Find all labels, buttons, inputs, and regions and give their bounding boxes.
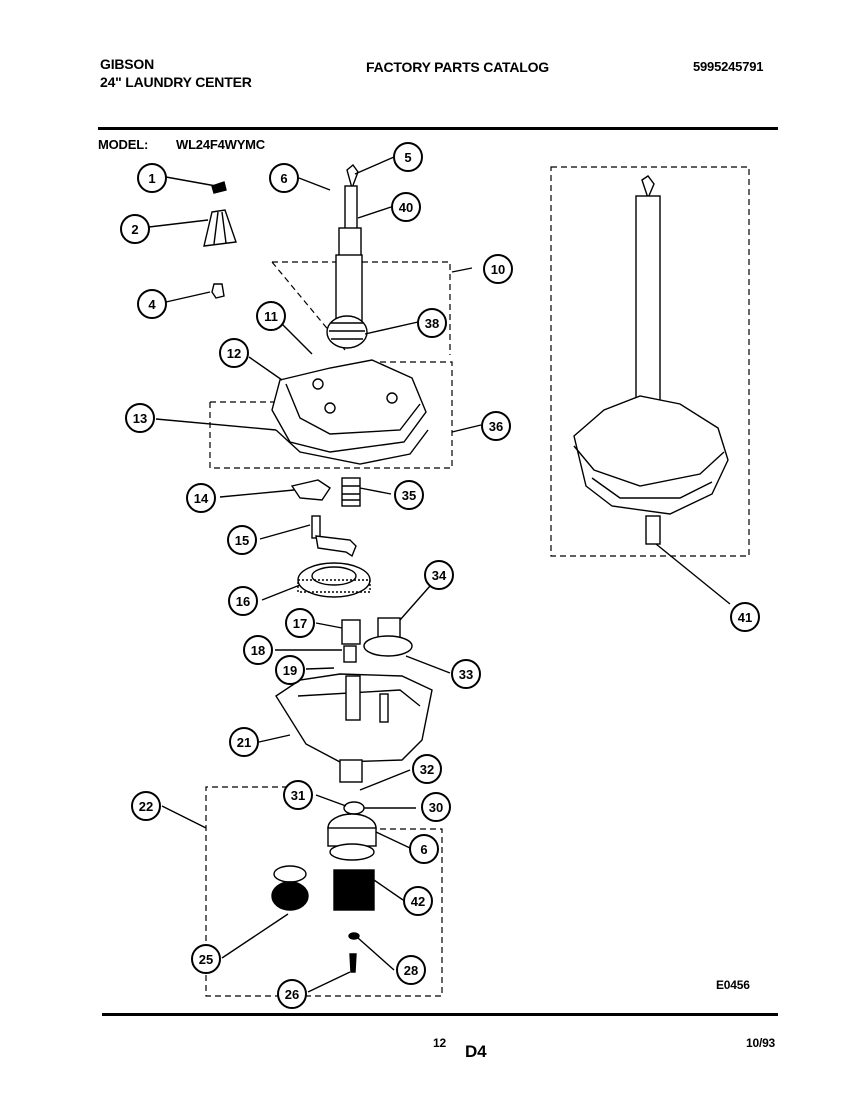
callout-38: 38	[417, 308, 447, 338]
callout-12: 12	[219, 338, 249, 368]
callout-label: 25	[199, 952, 213, 967]
callout-2: 2	[120, 214, 150, 244]
callout-40: 40	[391, 192, 421, 222]
callout-22: 22	[131, 791, 161, 821]
drive-gear	[297, 562, 371, 598]
cap-screw	[211, 181, 227, 194]
callout-label: 15	[235, 533, 249, 548]
callout-label: 42	[411, 894, 425, 909]
header-rule	[98, 127, 778, 130]
crank-arm	[311, 515, 357, 558]
callout-label: 30	[429, 800, 443, 815]
callout-15: 15	[227, 525, 257, 555]
callout-label: 36	[489, 419, 503, 434]
callout-label: 35	[402, 488, 416, 503]
callout-label: 40	[399, 200, 413, 215]
callout-label: 21	[237, 735, 251, 750]
callout-14: 14	[186, 483, 216, 513]
gearcase	[275, 673, 433, 783]
callout-25: 25	[191, 944, 221, 974]
spline-gear	[341, 617, 413, 663]
section-code: D4	[465, 1042, 487, 1061]
callout-label: 12	[227, 346, 241, 361]
revision-date: 10/93	[746, 1036, 776, 1050]
callout-6: 6	[409, 834, 439, 864]
page-number: 12	[433, 1036, 446, 1050]
callout-label: 18	[251, 643, 265, 658]
callout-label: 38	[425, 316, 439, 331]
drawing-code: E0456	[716, 978, 750, 992]
callout-label: 19	[283, 663, 297, 678]
callout-label: 17	[293, 616, 307, 631]
agitator-cap	[203, 209, 237, 247]
callout-label: 10	[491, 262, 505, 277]
callout-label: 5	[404, 150, 411, 165]
callout-label: 32	[420, 762, 434, 777]
callout-21: 21	[229, 727, 259, 757]
pinion-gear	[341, 477, 361, 507]
gearcase-cover	[271, 359, 427, 453]
callout-label: 41	[738, 610, 752, 625]
shift-fork	[290, 479, 331, 501]
footer-rule	[102, 1013, 778, 1016]
callout-19: 19	[275, 655, 305, 685]
callout-label: 28	[404, 963, 418, 978]
catalog-number: 5995245791	[693, 59, 764, 74]
gasket	[275, 429, 429, 465]
callout-label: 2	[131, 222, 138, 237]
callout-label: 6	[420, 842, 427, 857]
callout-26: 26	[277, 979, 307, 1009]
group-boxes	[205, 166, 750, 997]
callout-32: 32	[412, 754, 442, 784]
brake-assembly	[271, 801, 377, 973]
callout-11: 11	[256, 301, 286, 331]
callout-label: 14	[194, 491, 209, 506]
callout-34: 34	[424, 560, 454, 590]
callout-16: 16	[228, 586, 258, 616]
callout-35: 35	[394, 480, 424, 510]
callout-28: 28	[396, 955, 426, 985]
callout-5: 5	[393, 142, 423, 172]
callout-36: 36	[481, 411, 511, 441]
callout-label: 33	[459, 667, 473, 682]
callout-6: 6	[269, 163, 299, 193]
callout-label: 34	[432, 568, 447, 583]
callout-42: 42	[403, 886, 433, 916]
assembled-transmission	[573, 175, 729, 545]
model-label: MODEL:	[98, 137, 149, 152]
callout-30: 30	[421, 792, 451, 822]
callout-label: 4	[148, 297, 156, 312]
catalog-title: FACTORY PARTS CATALOG	[366, 59, 549, 75]
callout-label: 13	[133, 411, 147, 426]
callout-4: 4	[137, 289, 167, 319]
callout-label: 26	[285, 987, 299, 1002]
callout-13: 13	[125, 403, 155, 433]
agitator-shaft	[326, 163, 368, 349]
callout-label: 16	[236, 594, 250, 609]
callout-31: 31	[283, 780, 313, 810]
model-number: WL24F4WYMC	[176, 137, 266, 152]
brand-name: GIBSON	[100, 56, 155, 72]
callout-10: 10	[483, 254, 513, 284]
callout-label: 22	[139, 799, 153, 814]
callout-17: 17	[285, 608, 315, 638]
callout-1: 1	[137, 163, 167, 193]
callout-label: 6	[280, 171, 287, 186]
callout-18: 18	[243, 635, 273, 665]
callout-33: 33	[451, 659, 481, 689]
callout-41: 41	[730, 602, 760, 632]
callout-label: 11	[264, 309, 278, 324]
callout-label: 31	[291, 788, 305, 803]
callout-label: 1	[148, 171, 155, 186]
leader-lines	[148, 156, 731, 993]
clip	[211, 283, 225, 299]
product-name: 24" LAUNDRY CENTER	[100, 74, 252, 90]
